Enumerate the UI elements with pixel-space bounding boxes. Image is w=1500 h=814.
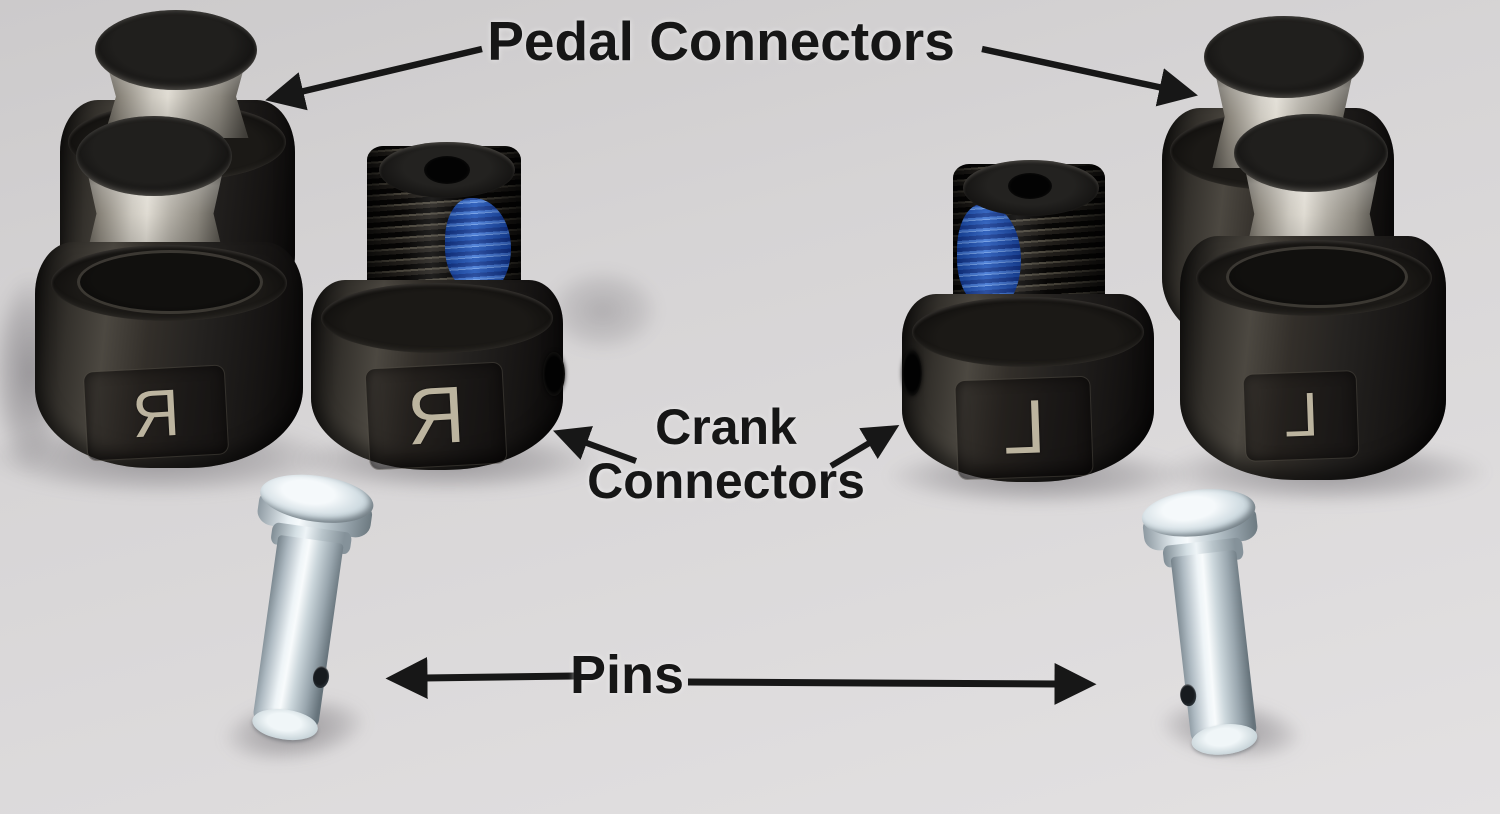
crank-connector-right-side-hole (902, 350, 922, 396)
crank-label-line2: Connectors (587, 453, 865, 509)
threadlock-patch-left (445, 198, 511, 294)
arrow-pins-left-icon (385, 656, 575, 699)
pedal-connector-right-back-stub-top (1204, 16, 1364, 98)
arrow-pins-right-icon (687, 662, 1097, 705)
shadow-left-crank-side (545, 268, 660, 353)
pedal-connectors-label: Pedal Connectors (487, 10, 955, 72)
crank-connector-left-side-hole (543, 352, 565, 396)
crank-connector-left-stud (367, 142, 521, 302)
arrow-pedal-left-icon (265, 45, 483, 111)
pedal-connector-left-back-stub-top (95, 10, 257, 90)
crank-connectors-label: Crank Connectors (587, 400, 865, 508)
pedal-connector-left-front-stub-top (76, 116, 232, 196)
crank-label-line1: Crank (655, 399, 797, 455)
arrow-crank-left-icon (553, 426, 638, 464)
pedal-connector-right-front-boss-ring (1226, 246, 1408, 308)
pins-label: Pins (569, 645, 685, 705)
crank-connector-left-stud-hole (424, 156, 470, 184)
pedal-connector-right-front-body: L (1180, 236, 1446, 480)
crank-connector-right-top-face (912, 297, 1144, 367)
crank-connector-left-top-face (321, 283, 553, 353)
arrow-pedal-right-icon (981, 45, 1198, 107)
crank-connector-left-body: R (311, 280, 565, 471)
pedal-connector-right-front-stub-top (1234, 114, 1388, 192)
crank-connector-right-stud-hole (1008, 173, 1052, 199)
pedal-connector-left-front-boss-ring (77, 250, 263, 314)
crank-connector-right-body: L (902, 294, 1154, 482)
arrow-crank-right-icon (829, 425, 900, 469)
pedal-connector-left-front-body: R (35, 242, 303, 468)
threadlock-patch-right (957, 204, 1021, 310)
